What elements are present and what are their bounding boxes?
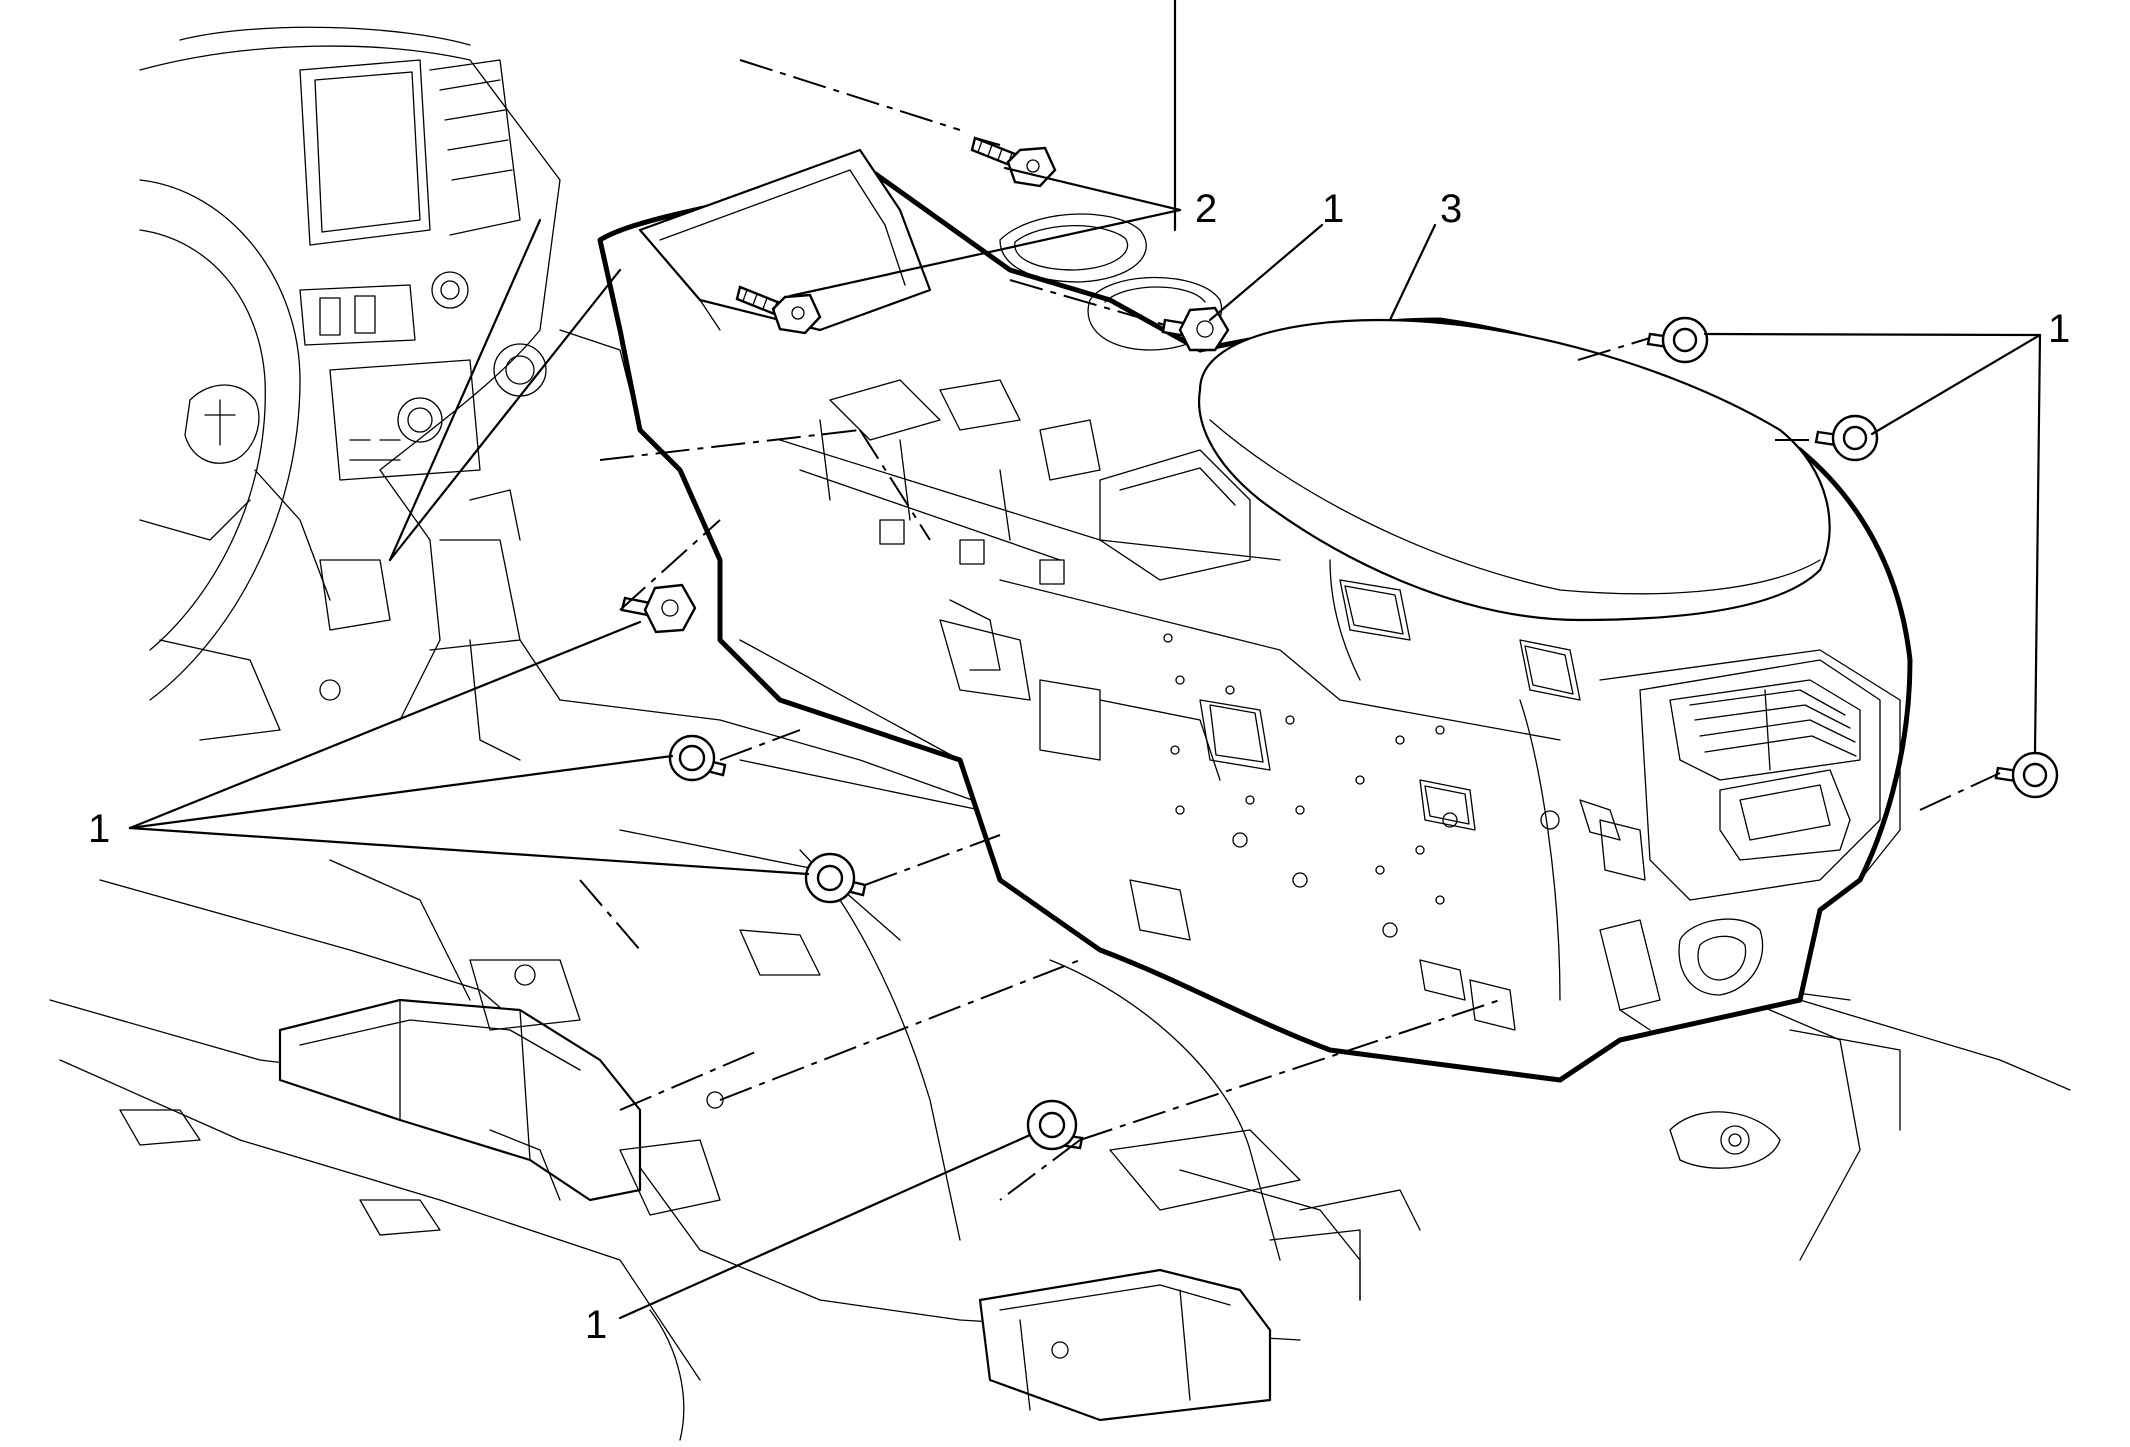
console-bolt-floor: [1026, 1099, 1084, 1151]
console-bolt-left-middle: [668, 734, 727, 782]
leader-lines: [128, 0, 2042, 1320]
rear-storage-bin: [1719, 769, 1851, 861]
armrest-lid: [1198, 318, 1831, 622]
instrument-panel: [139, 26, 641, 761]
console-bolt-right-middle: [1814, 414, 1879, 462]
console-bolt-left-lower: [804, 852, 867, 904]
trim-plate-screw-lower: [735, 285, 822, 335]
callout-1-front-bolt: 1: [1322, 187, 1344, 231]
callout-1-left-bolts: 1: [88, 807, 110, 851]
floor-console: [597, 148, 1913, 1083]
callout-labels: 2 1 3 1 1 1: [88, 187, 2070, 1347]
console-bolt-right-top: [1646, 316, 1709, 364]
callout-1-floor-bolt: 1: [585, 1303, 607, 1347]
console-bolt-right-lower: [1994, 751, 2059, 799]
console-side-panel: [739, 559, 1646, 1051]
installation-lines: [579, 59, 2001, 1201]
rear-mounting-bracket: [978, 1129, 1361, 1422]
trim-plate-screw-upper: [970, 136, 1057, 188]
power-outlet: [1678, 918, 1764, 996]
console-bolt-front-top: [1161, 306, 1230, 352]
front-mounting-bracket: [278, 959, 724, 1216]
callout-1-rear-bolts: 1: [2048, 307, 2070, 351]
console-rear-panel: [1599, 649, 1901, 1031]
callout-3-console: 3: [1440, 187, 1462, 231]
rear-air-vent: [1669, 679, 1861, 781]
callout-2-trim-screws: 2: [1195, 187, 1217, 231]
